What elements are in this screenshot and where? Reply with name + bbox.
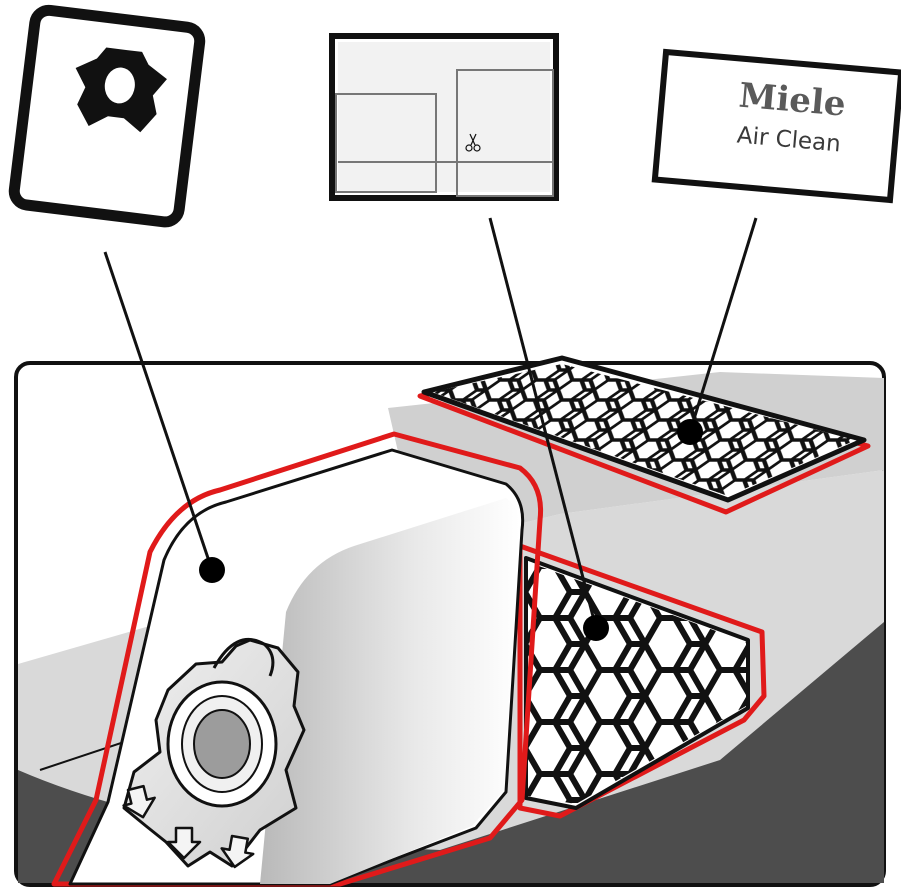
callout-line-dustbag [103,251,214,571]
callout-lines [103,217,758,641]
exhaust-filter-card-frame [651,48,901,204]
dustbag-symbol-icon [75,47,167,133]
motor-filter-card [329,33,559,201]
callout-dot-motor-filter [583,615,609,641]
housing-edge-line [39,739,131,771]
dustbag-red-seal [51,431,544,887]
motor-filter-cut-piece-left [335,93,437,193]
callout-dot-exhaust-filter [677,419,703,445]
dustbag-arrow-left-icon [122,784,156,819]
cut-to-size-filter-icon [465,133,481,152]
exhaust-filter-brand: Miele [737,76,847,125]
callout-line-exhaust-filter [688,217,758,433]
callout-dot-dustbag [199,557,225,583]
dustbag-collar-handle [212,638,275,677]
dustbag-arrow-right-icon [220,834,255,869]
motor-protection-filter [517,543,767,819]
callout-line-motor-filter [488,217,598,629]
motor-filter-hex-grid [528,562,746,804]
dustbag-side-panel [260,498,520,884]
exhaust-filter-card: Miele Air Clean [651,48,901,204]
dustbag-card [8,4,206,228]
motor-filter-red-seal [517,543,767,819]
exhaust-filter-hex-grid [432,364,856,496]
dustbag-opening-inner [193,709,251,779]
dustbag [51,431,544,887]
motor-filter-cut-piece-right [456,69,554,197]
housing-dark-wall [18,622,884,883]
motor-filter-card-inner [338,42,550,192]
dustbag-arrow-center-icon [166,826,202,860]
